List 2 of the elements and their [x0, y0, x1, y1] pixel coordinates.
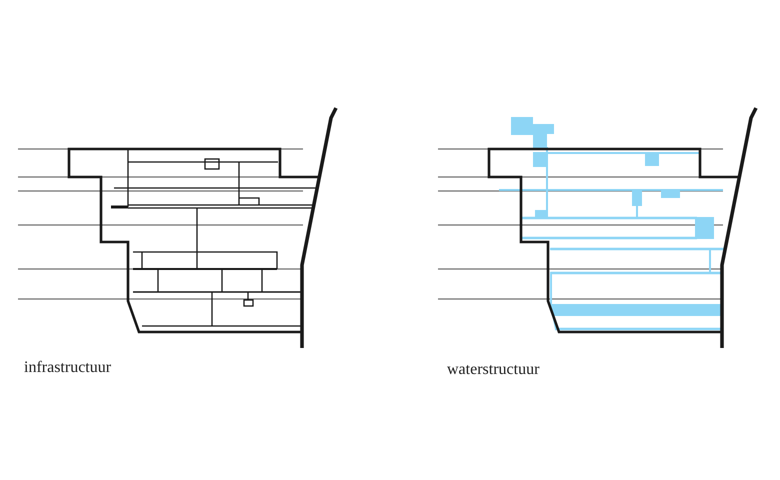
- drawing-caption: infrastructuur: [24, 359, 112, 377]
- drawing-caption: waterstructuur: [447, 361, 540, 379]
